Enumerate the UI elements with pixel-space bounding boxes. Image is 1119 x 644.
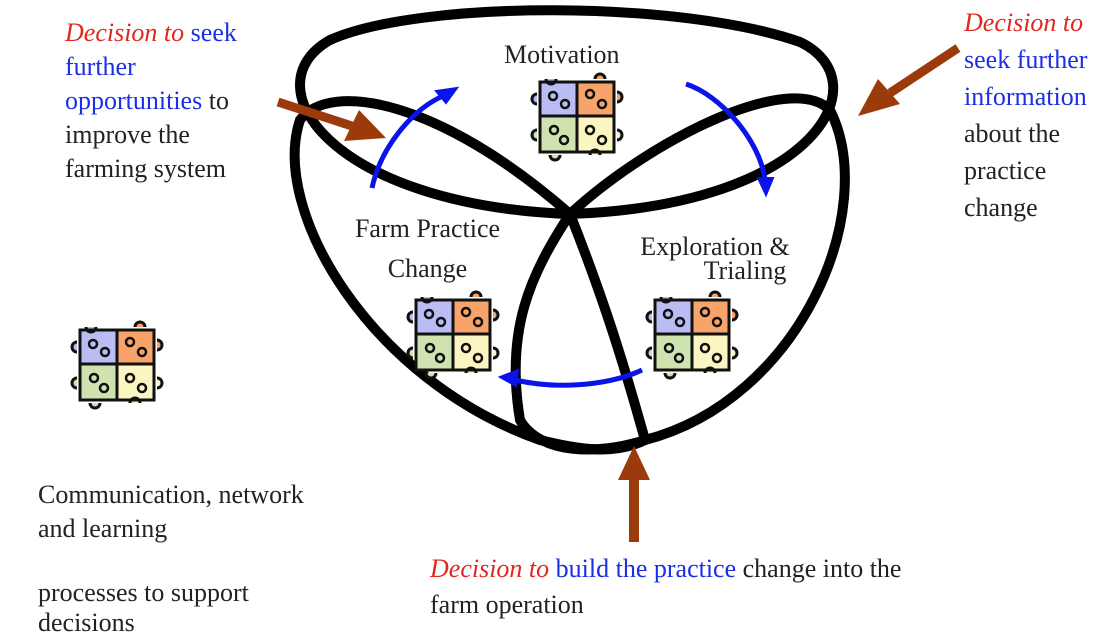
action-word: opportunities	[65, 86, 203, 115]
decision-text-top-left-line3: opportunities to	[65, 84, 229, 118]
stage-label-exploration-line2: Trialing	[703, 256, 787, 285]
decision-text-top-left-line1: Decision to seek	[65, 16, 237, 50]
cycle-arrow-top-left	[369, 86, 460, 189]
decision-text-top-right-line6: change	[964, 193, 1038, 222]
decision-text-top-right-line3: information	[964, 82, 1087, 111]
cycle-arrow-bottom	[497, 367, 644, 388]
loop-exploration	[510, 93, 850, 455]
legend-text-line4: decisions	[38, 608, 135, 637]
to-word: to	[163, 18, 185, 47]
puzzle-icon-legend	[70, 320, 164, 410]
to-word: to	[1062, 8, 1084, 37]
connector-word: to	[208, 86, 229, 115]
stage-label-farm-practice-line2: Change	[387, 254, 468, 283]
decision-word: Decision	[65, 18, 158, 47]
puzzle-icon-farm-practice	[406, 290, 500, 380]
action-word: build the practice	[555, 554, 737, 583]
cycle-arrow-top-right	[685, 81, 775, 198]
decision-word: Decision	[430, 554, 523, 583]
decision-text-top-right-line5: practice	[964, 156, 1047, 185]
to-word: to	[528, 554, 550, 583]
decision-text-top-right-line1: Decision to	[964, 6, 1083, 40]
puzzle-icon-motivation	[530, 72, 624, 162]
decision-text-top-left-line2: further	[65, 52, 136, 81]
decision-text-top-left-line4: improve the	[65, 120, 190, 149]
stage-label-farm-practice-line1: Farm Practice	[354, 214, 501, 243]
stage-label-exploration-line1: Exploration &	[640, 232, 790, 261]
puzzle-icon-exploration	[645, 290, 739, 380]
stage-label-motivation: Motivation	[504, 40, 620, 69]
decision-text-bottom-line1: Decision to build the practice change in…	[430, 552, 901, 586]
decision-text-top-right-line4: about the	[964, 119, 1061, 148]
legend-text-line2: and learning	[38, 514, 168, 543]
connector-word: change into the	[742, 554, 902, 583]
decision-text-top-left-line5: farming system	[65, 154, 227, 183]
decision-word: Decision	[964, 8, 1057, 37]
action-word: seek	[190, 18, 237, 47]
legend-text-line3: processes to support	[38, 578, 249, 607]
decision-arrow-top-right	[858, 44, 961, 116]
decision-arrow-bottom	[618, 446, 650, 542]
decision-text-bottom-line2: farm operation	[430, 590, 584, 619]
decision-arrow-top-left	[276, 97, 386, 141]
legend-text-line1: Communication, network	[38, 480, 304, 509]
loop-motivation	[295, 5, 839, 220]
decision-text-top-right-line2: seek further	[964, 45, 1088, 74]
